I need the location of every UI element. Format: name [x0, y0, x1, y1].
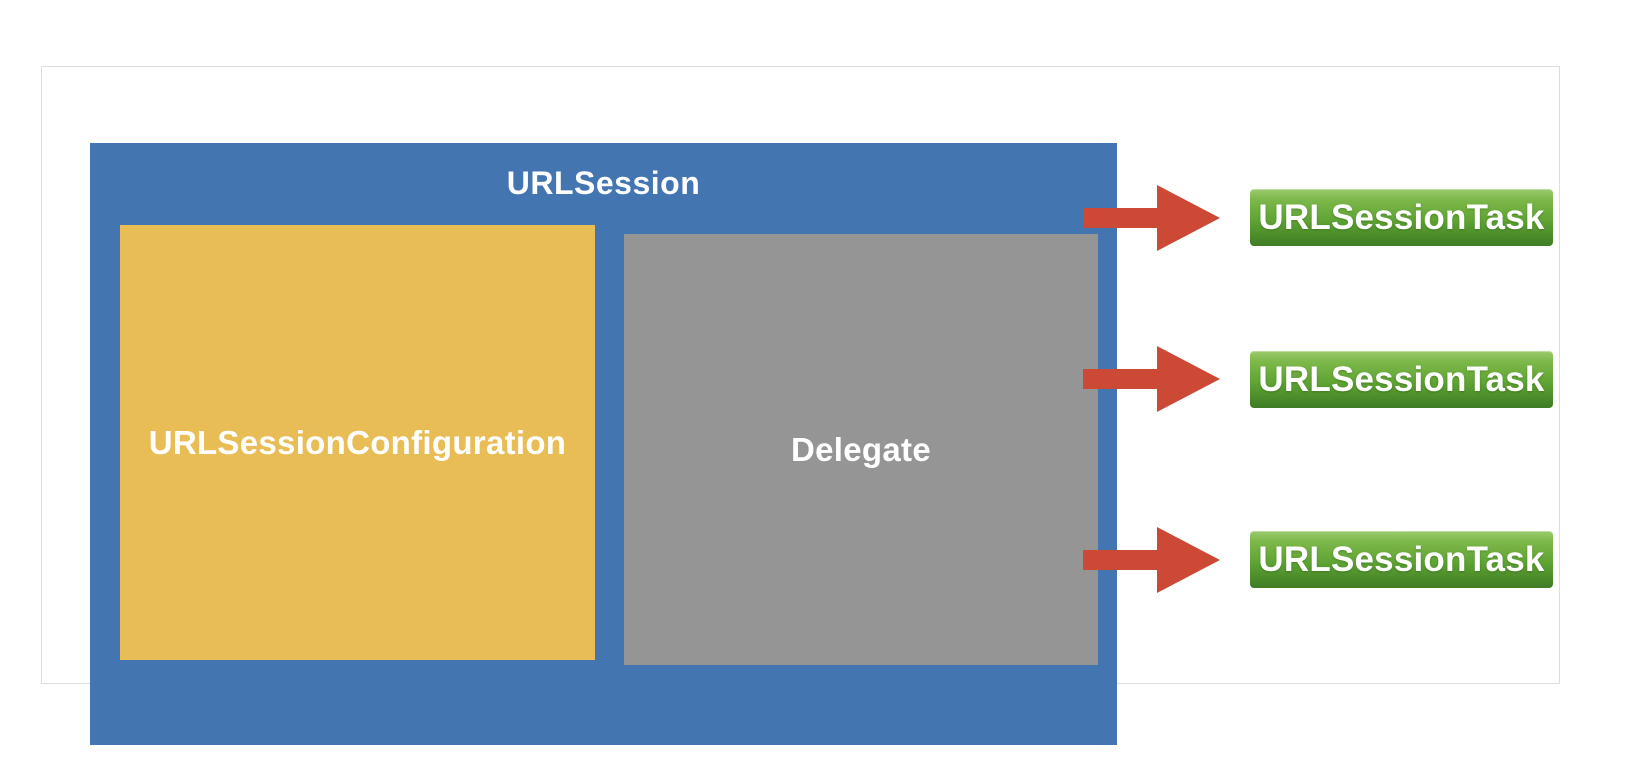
right-arrow-icon — [1083, 527, 1220, 593]
urlsessionconfiguration-label: URLSessionConfiguration — [148, 423, 567, 461]
right-arrow-icon — [1083, 185, 1220, 251]
urlsessiontask-label: URLSessionTask — [1258, 197, 1545, 237]
diagram-frame: URLSession URLSessionConfiguration Deleg… — [41, 66, 1560, 745]
urlsessiontask-label: URLSessionTask — [1258, 359, 1545, 399]
urlsessiontask-box: URLSessionTask — [1250, 189, 1553, 246]
urlsession-title: URLSession — [506, 165, 701, 201]
urlsessiontask-box: URLSessionTask — [1250, 531, 1553, 588]
right-arrow-icon — [1083, 346, 1220, 412]
urlsessiontask-label: URLSessionTask — [1258, 539, 1545, 579]
urlsessionconfiguration-box: URLSessionConfiguration — [120, 225, 595, 660]
urlsessiontask-box: URLSessionTask — [1250, 351, 1553, 408]
urlsession-box: URLSession URLSessionConfiguration Deleg… — [90, 143, 1117, 745]
delegate-box: Delegate — [624, 234, 1098, 665]
delegate-label: Delegate — [791, 430, 931, 468]
